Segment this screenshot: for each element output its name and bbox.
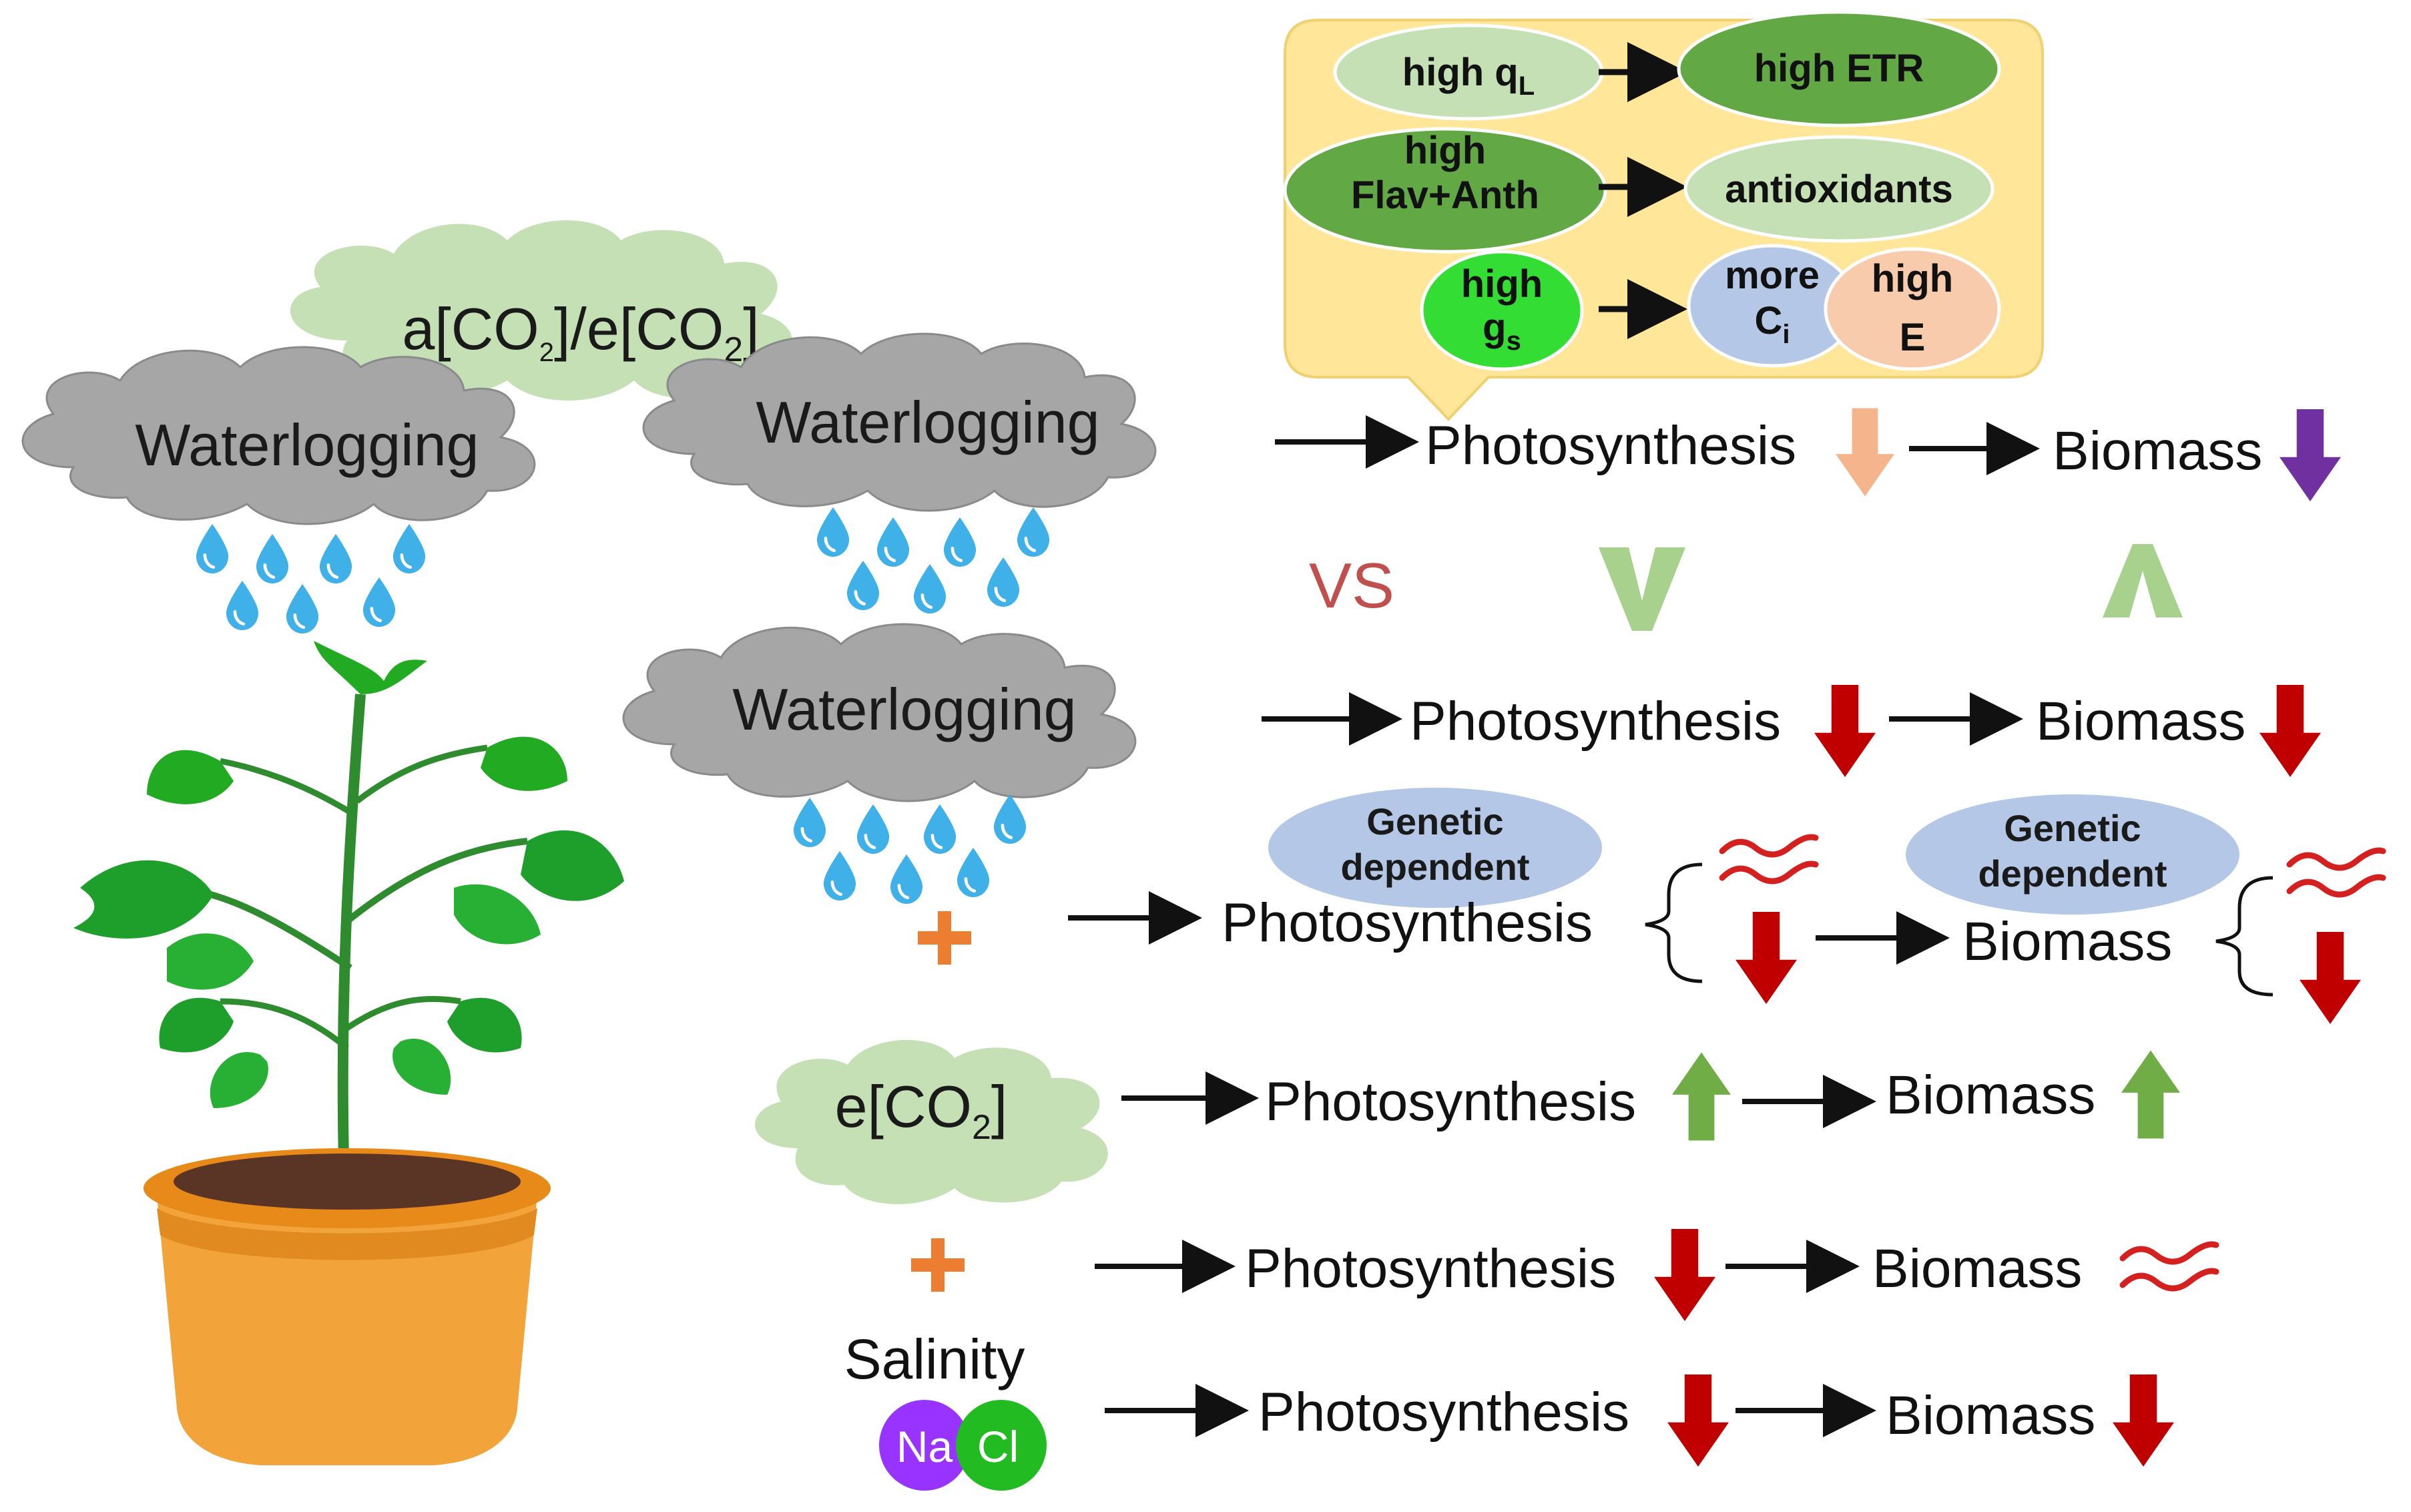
approximately-equal-icon	[2290, 850, 2383, 895]
vs-label: VS	[1309, 550, 1394, 621]
down-arrow-icon	[1735, 912, 1797, 1004]
water-droplet-icon	[196, 524, 425, 634]
approximately-equal-icon	[2123, 1244, 2216, 1288]
waterlogging-label-3: Waterlogging	[732, 676, 1076, 742]
genetic1-line1: Genetic	[1366, 800, 1503, 842]
row1-photosynthesis: Photosynthesis	[1425, 415, 1796, 476]
row3-biomass: Biomass	[1962, 911, 2172, 972]
plus-icon	[918, 911, 971, 965]
co2-treatment-label: a[CO2]/e[CO2]	[402, 296, 759, 369]
up-arrow-icon	[2121, 1050, 2180, 1139]
row3-brace-2	[2215, 876, 2273, 997]
down-arrow-icon	[2259, 685, 2321, 777]
high-gs-line1: high	[1461, 262, 1543, 306]
oval-high-gs: high gs	[1420, 250, 1584, 371]
more-ci-line1: more	[1725, 254, 1820, 297]
plus-icon	[911, 1238, 965, 1292]
greater-than-comparison	[2103, 544, 2183, 617]
more-ci-line2: Ci	[1754, 299, 1790, 349]
genetic-dependent-oval-1: Genetic dependent	[1268, 788, 1602, 908]
down-arrow-icon	[1836, 408, 1894, 497]
na-label: Na	[896, 1422, 953, 1471]
antioxidants-label: antioxidants	[1725, 168, 1953, 211]
down-arrow-icon	[2113, 1374, 2174, 1467]
genetic2-line2: dependent	[1978, 852, 2167, 895]
co2-treatment-cloud: a[CO2]/e[CO2]	[290, 220, 793, 401]
less-than-comparison	[1599, 547, 1685, 631]
oval-more-ci: more Ci	[1687, 244, 1858, 368]
down-arrow-icon	[1814, 685, 1876, 777]
high-ql-label: high qL	[1402, 51, 1535, 101]
waterlogging-label-1: Waterlogging	[135, 412, 479, 478]
row6-photosynthesis: Photosynthesis	[1258, 1382, 1629, 1443]
oval-high-etr: high ETR	[1677, 10, 2001, 128]
oval-high-ql: high qL	[1333, 23, 1604, 121]
row3-photosynthesis: Photosynthesis	[1222, 893, 1593, 953]
flav-anth-line1: high	[1404, 129, 1486, 172]
eco2-cloud: e[CO2]	[755, 1039, 1108, 1204]
waterlogging-cloud-3: Waterlogging	[622, 623, 1137, 802]
row5-biomass: Biomass	[1872, 1238, 2082, 1299]
salinity-label: Salinity	[844, 1328, 1025, 1391]
waterlogging-cloud-1: Waterlogging	[21, 346, 536, 525]
flav-anth-line2: Flav+Anth	[1351, 174, 1539, 217]
row5-photosynthesis: Photosynthesis	[1245, 1238, 1616, 1299]
row3-brace-1	[1645, 862, 1703, 983]
row4-photosynthesis: Photosynthesis	[1265, 1071, 1636, 1132]
cl-label: Cl	[977, 1422, 1019, 1471]
mechanism-callout: high qL high ETR high Flav+Anth antioxid…	[1283, 10, 2044, 421]
high-e-line2: E	[1900, 316, 1926, 359]
down-arrow-icon	[2300, 932, 2361, 1024]
water-droplet-icon	[794, 794, 1026, 904]
genetic1-line2: dependent	[1340, 846, 1529, 888]
down-arrow-icon	[1667, 1374, 1729, 1467]
down-arrow-icon	[1654, 1229, 1715, 1321]
waterlogging-cloud-2: Waterlogging	[642, 332, 1157, 512]
row1-biomass: Biomass	[2053, 421, 2262, 481]
genetic2-line1: Genetic	[2004, 807, 2141, 849]
high-etr-label: high ETR	[1754, 47, 1924, 90]
potted-plant-icon	[73, 641, 624, 1465]
oval-antioxidants: antioxidants	[1683, 135, 1994, 243]
approximately-equal-icon	[1722, 837, 1816, 881]
down-arrow-icon	[2280, 409, 2341, 501]
genetic-dependent-oval-2: Genetic dependent	[1906, 794, 2239, 915]
nacl-icon: Na Cl	[879, 1400, 1047, 1491]
oval-high-flav-anth: high Flav+Anth	[1283, 127, 1607, 254]
row6-biomass: Biomass	[1886, 1385, 2095, 1446]
eco2-label: e[CO2]	[835, 1073, 1008, 1147]
row2-biomass: Biomass	[2036, 691, 2245, 752]
waterlogging-label-2: Waterlogging	[756, 389, 1099, 455]
water-droplet-icon	[817, 507, 1049, 613]
high-gs-line2: gs	[1483, 306, 1521, 356]
oval-high-e: high E	[1824, 247, 2001, 371]
high-e-line1: high	[1872, 257, 1953, 300]
row4-biomass: Biomass	[1886, 1065, 2095, 1125]
row2-photosynthesis: Photosynthesis	[1410, 691, 1781, 752]
up-arrow-icon	[1672, 1052, 1731, 1141]
